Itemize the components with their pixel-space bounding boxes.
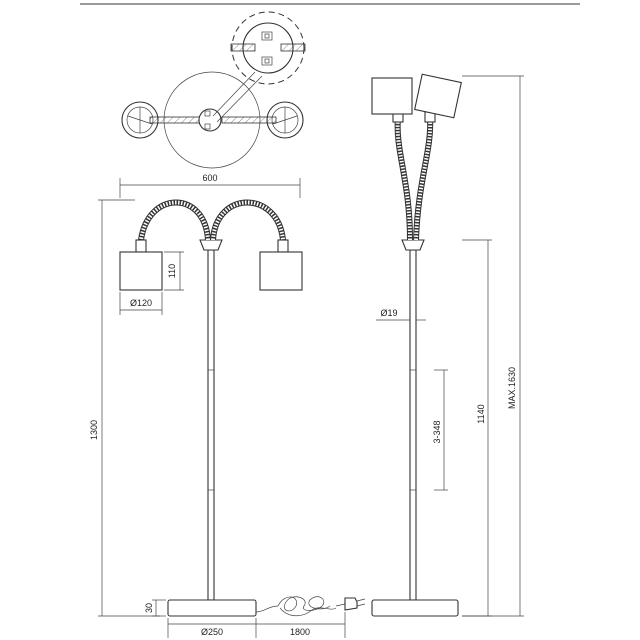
dim-height-1140-label: 1140	[476, 404, 486, 423]
front-pole	[207, 249, 215, 601]
dim-cable-length-label: 1800	[290, 627, 310, 637]
detail-arm-left	[230, 43, 256, 52]
top-view-right-shade	[266, 101, 304, 139]
side-shade-left	[371, 77, 413, 115]
front-base	[167, 599, 257, 617]
dim-shade-height-110	[164, 251, 184, 291]
detail-screw-top	[261, 31, 273, 41]
dim-shade-diameter	[119, 292, 163, 315]
top-view	[121, 71, 304, 169]
front-shade-left	[119, 251, 163, 291]
side-view-lamp	[371, 73, 462, 617]
dim-pole-diameter-label: Ø19	[380, 308, 397, 318]
dim-width-600	[119, 178, 301, 198]
side-base	[371, 599, 459, 617]
dim-base-diameter	[167, 618, 257, 638]
dim-switch-range	[434, 369, 448, 491]
top-view-hub	[198, 108, 222, 132]
top-view-arm-left	[149, 116, 201, 124]
side-shade-right	[414, 73, 462, 119]
dim-height-1140	[462, 239, 492, 617]
front-view-lamp	[119, 199, 366, 617]
detail-leader-2	[216, 75, 263, 123]
dim-height-1300-label: 1300	[89, 420, 99, 440]
front-arm-right	[210, 199, 286, 241]
front-cable	[255, 605, 279, 613]
detail-view	[230, 11, 306, 85]
top-view-arm-right	[221, 116, 277, 124]
dim-height-1300	[98, 199, 160, 617]
dim-shade-diameter-label: Ø120	[130, 298, 152, 308]
front-arm-left	[138, 199, 211, 241]
side-hub	[401, 239, 425, 251]
dim-cable-length	[256, 612, 346, 638]
detail-leader-1	[212, 71, 256, 117]
detail-screw-bottom	[261, 56, 273, 66]
dim-base-height-30-label: 30	[144, 603, 154, 613]
side-pole	[409, 249, 417, 601]
dim-width-600-label: 600	[202, 173, 217, 183]
detail-arm-right	[280, 43, 306, 52]
front-shade-right	[259, 251, 303, 291]
dim-base-diameter-label: Ø250	[201, 627, 223, 637]
dim-base-height-30	[152, 599, 166, 617]
dim-shade-height-110-label: 110	[167, 264, 177, 278]
front-hub	[199, 239, 223, 251]
dim-height-max-1630	[462, 75, 524, 617]
plug-icon	[344, 597, 366, 611]
dim-height-max-1630-label: MAX.1630	[507, 367, 517, 409]
coiled-cable	[277, 596, 337, 617]
dim-switch-range-label: 3-348	[432, 420, 442, 443]
